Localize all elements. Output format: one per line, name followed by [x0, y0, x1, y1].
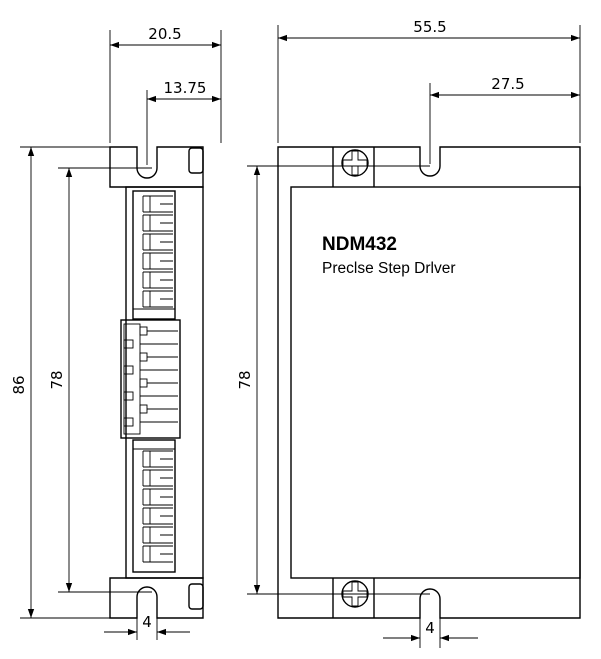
front-width-label: 55.5 [413, 18, 446, 36]
product-model: NDM432 [322, 234, 397, 255]
top-screw-frame [332, 147, 375, 187]
side-width-dimension: 20.5 [109, 25, 222, 143]
upper-terminal-connector [132, 190, 176, 320]
side-top-tab [188, 147, 204, 174]
front-offset-label: 27.5 [491, 75, 524, 93]
front-slot-label: 4 [425, 619, 435, 637]
product-description: Preclse Step Drlver [322, 260, 456, 277]
front-inner-panel [290, 186, 581, 579]
front-view: NDM432 Preclse Step Drlver 55.5 27.5 78 [236, 18, 581, 648]
front-hole-spacing-dimension: 78 [236, 165, 430, 595]
front-slot-dimension: 4 [383, 600, 478, 648]
side-top-flange [109, 146, 204, 188]
side-body [125, 186, 204, 579]
side-height-dimension: 86 [10, 146, 110, 619]
side-width-label: 20.5 [148, 25, 181, 43]
front-outline [277, 146, 581, 619]
side-view: 20.5 13.75 86 78 4 [10, 25, 222, 640]
top-phillips-screw [341, 149, 369, 177]
front-hole-spacing-label: 78 [236, 370, 254, 389]
side-offset-dimension: 13.75 [146, 79, 221, 165]
side-offset-label: 13.75 [164, 79, 207, 97]
bottom-screw-frame [332, 578, 375, 618]
front-width-dimension: 55.5 [277, 18, 581, 143]
front-offset-dimension: 27.5 [429, 75, 580, 164]
side-slot-dimension: 4 [104, 598, 190, 640]
side-height-label: 86 [10, 375, 28, 394]
side-slot-label: 4 [142, 613, 152, 631]
side-hole-spacing-dimension: 78 [48, 167, 152, 593]
side-hole-spacing-label: 78 [48, 370, 66, 389]
lower-terminal-connector [132, 439, 176, 573]
dip-switch-block [120, 319, 181, 439]
side-bottom-tab [188, 583, 204, 610]
